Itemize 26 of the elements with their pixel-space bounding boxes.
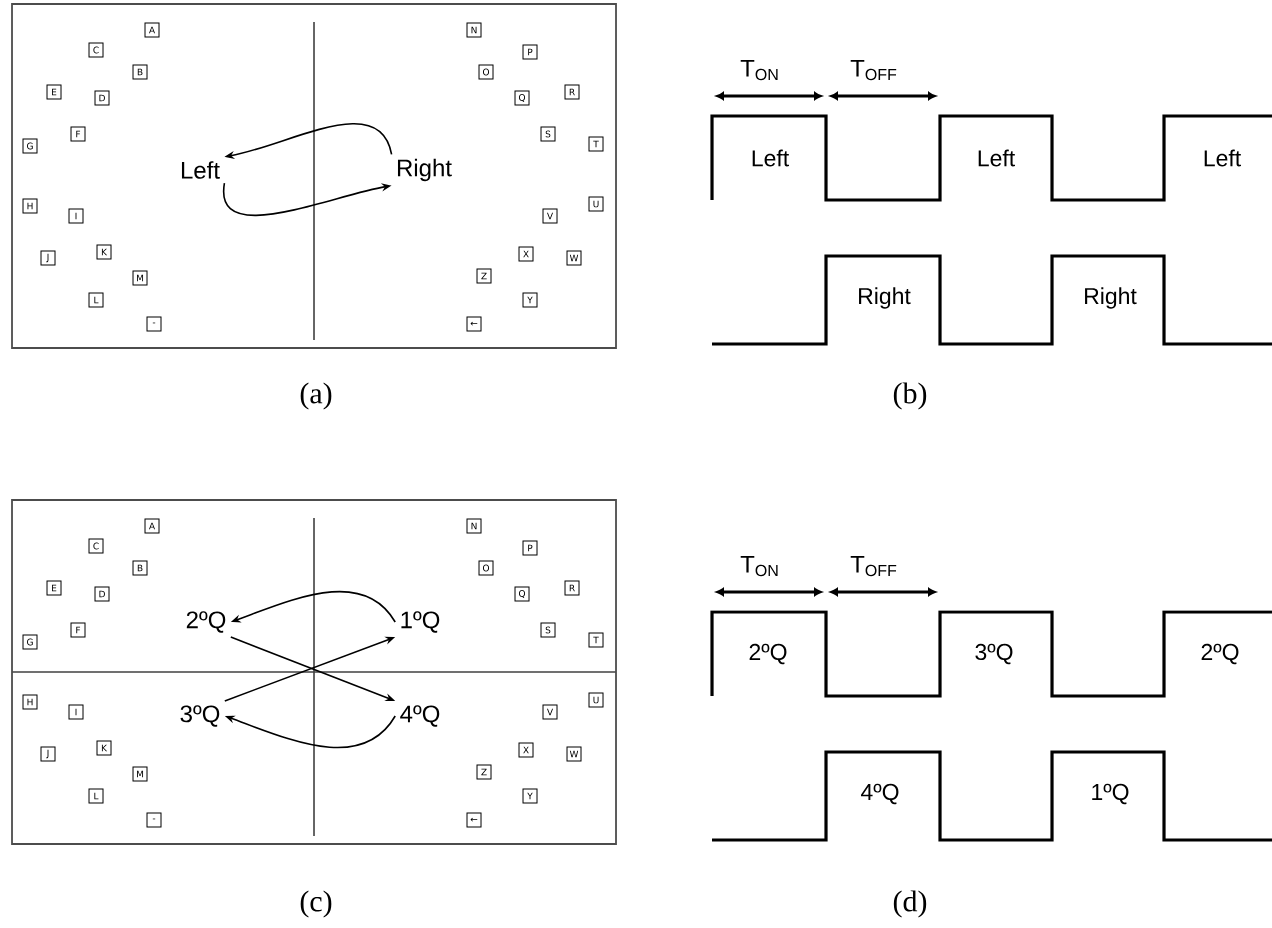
time-label: T$_{OFF}$: [850, 555, 897, 577]
region-label: 2ºQ: [186, 611, 226, 633]
region-label: Left: [181, 161, 220, 179]
panel-caption: (d): [893, 890, 927, 918]
region-label: 1ºQ: [401, 611, 440, 633]
signal-label: Right: [859, 287, 911, 309]
time-label: T$_{ON}$: [740, 59, 778, 81]
panel-frame: [11, 499, 617, 845]
panel-caption: (c): [300, 890, 332, 918]
signal-label: Left: [1204, 149, 1241, 167]
panel-frame: [11, 3, 617, 349]
region-label: 4ºQ: [400, 705, 440, 727]
panel-caption: (b): [893, 382, 927, 410]
signal-label: Left: [978, 149, 1015, 167]
signal-label: 3ºQ: [975, 643, 1013, 665]
signal-label: 2ºQ: [1201, 643, 1239, 665]
region-label: 3ºQ: [180, 705, 220, 727]
signal-label: 4ºQ: [861, 783, 899, 805]
signal-label: Right: [1085, 287, 1137, 309]
region-label: Right: [397, 158, 452, 182]
panel-caption: (a): [300, 382, 332, 410]
signal-label: 1ºQ: [1092, 783, 1129, 805]
signal-label: Left: [752, 149, 789, 167]
time-label: T$_{OFF}$: [850, 59, 897, 81]
time-label: T$_{ON}$: [740, 555, 778, 577]
signal-label: 2ºQ: [749, 643, 787, 665]
